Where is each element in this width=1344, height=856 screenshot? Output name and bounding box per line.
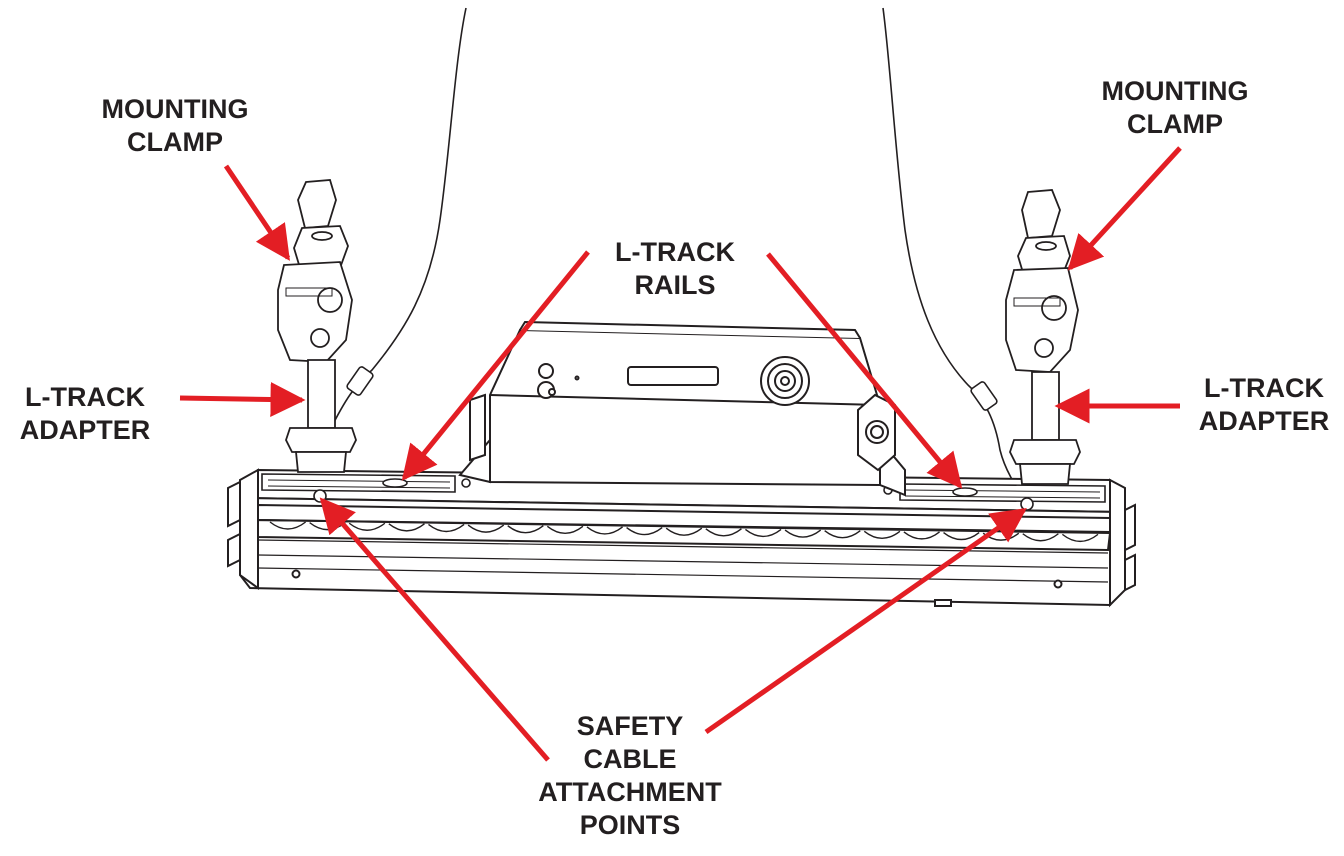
lens-bump [705,528,742,537]
lens-bump [943,531,980,541]
lens-bump [744,528,782,538]
label-l-track-adapter-left: L-TRACK ADAPTER [19,382,151,445]
callout-arrows [179,146,1182,762]
right-mounting-clamp [1005,189,1081,485]
fixture-body [227,468,1136,608]
lens-bump [269,521,307,530]
arrow-mounting-clamp-right [1067,146,1182,271]
arrow-l-track-rails-left [401,250,590,481]
label-mounting-clamp-left: MOUNTING CLAMP [101,94,249,157]
cable-sleeves [346,366,998,411]
control-box [458,320,906,497]
label-l-track-rails: L-TRACK RAILS [615,237,735,300]
lens-bump [546,525,584,535]
lens-bump [586,526,624,535]
lens-bump [1061,533,1099,543]
lens-bump [665,527,703,536]
lens-bump [467,524,505,533]
label-safety-cable-attachment-points: SAFETY CABLE ATTACHMENT POINTS [538,711,722,840]
lens-bump [507,525,544,534]
arrow-mounting-clamp-left [223,164,291,261]
arrow-safety-cable-right [704,507,1027,735]
arrow-l-track-adapter-left [179,381,306,417]
lens-bump [903,531,940,540]
lens-row [269,521,1099,543]
label-l-track-adapter-right: L-TRACK ADAPTER [1198,373,1330,436]
label-mounting-clamp-right: MOUNTING CLAMP [1101,76,1249,139]
lens-bump [626,527,663,536]
arrow-l-track-rails-right [766,252,963,489]
lens-bump [388,523,425,532]
lens-bump [863,530,901,539]
left-mounting-clamp [277,179,357,473]
lens-bump [428,523,465,533]
lens-bump [824,530,861,539]
lens-bump [784,529,822,538]
arrow-safety-cable-left [319,497,550,762]
